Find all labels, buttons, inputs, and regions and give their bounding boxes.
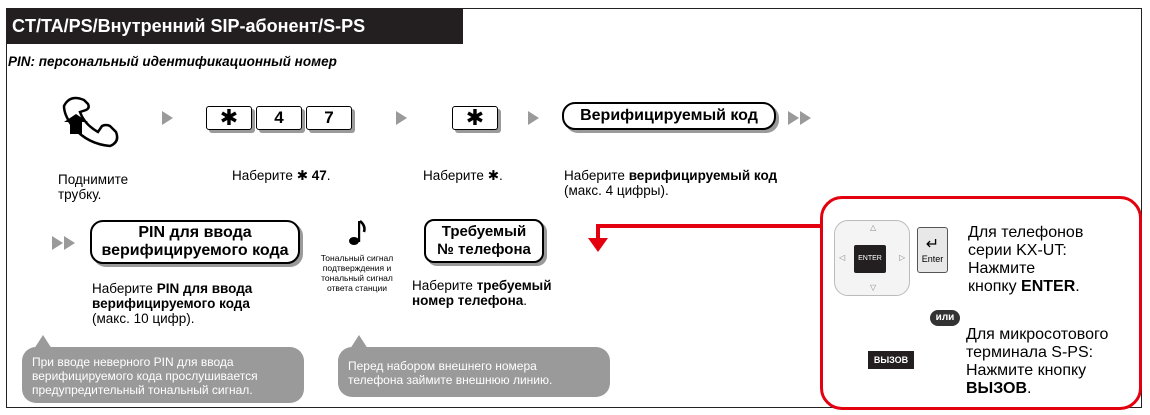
enter-button: ↵ Enter: [917, 227, 948, 273]
pill-verify-code: Верифицируемый код: [562, 102, 776, 130]
step-phone-text: Наберите требуемый номер телефона.: [412, 278, 552, 308]
enter-key: ENTER: [854, 245, 886, 273]
call-key: ВЫЗОВ: [868, 351, 914, 369]
step-arrow: [162, 111, 173, 125]
navigation-pad-icon: △ ▽ ◁ ▷: [834, 220, 910, 296]
key-4: 4: [256, 106, 302, 130]
key-star: ✱: [206, 106, 252, 130]
or-badge: или: [930, 310, 960, 326]
subtitle: PIN: персональный идентификационный номе…: [8, 54, 337, 69]
red-arrow-head: [588, 238, 608, 252]
sps-instruction: Для микросотового терминала S-PS: Нажмит…: [966, 326, 1109, 397]
double-arrow: [64, 236, 75, 250]
kxut-instruction: Для телефонов серии KX-UT: Нажмите кнопк…: [968, 224, 1084, 295]
page-title: CT/TA/PS/Внутренний SIP-абонент/S-PS: [6, 8, 463, 44]
double-arrow: [52, 236, 63, 250]
key-7: 7: [306, 106, 352, 130]
double-arrow: [788, 111, 799, 125]
step-arrow: [396, 111, 407, 125]
diagram-frame: [6, 8, 1142, 408]
key-star-2: ✱: [452, 106, 498, 130]
step-dial47-text: Наберите ✱ 47.: [232, 168, 331, 183]
double-arrow: [800, 111, 811, 125]
red-connector: [596, 224, 600, 242]
step-pin-text: Наберите PIN для ввода верифицируемого к…: [92, 281, 253, 326]
red-connector: [598, 224, 820, 228]
handset-lift-icon: [62, 96, 119, 148]
step-dialstar-text: Наберите ✱.: [423, 168, 503, 183]
enter-arrow-icon: ↵: [925, 236, 940, 253]
step-arrow: [528, 111, 539, 125]
music-note-icon: [349, 220, 366, 245]
step-code-text: Наберите верифицируемый код (макс. 4 циф…: [564, 168, 778, 198]
